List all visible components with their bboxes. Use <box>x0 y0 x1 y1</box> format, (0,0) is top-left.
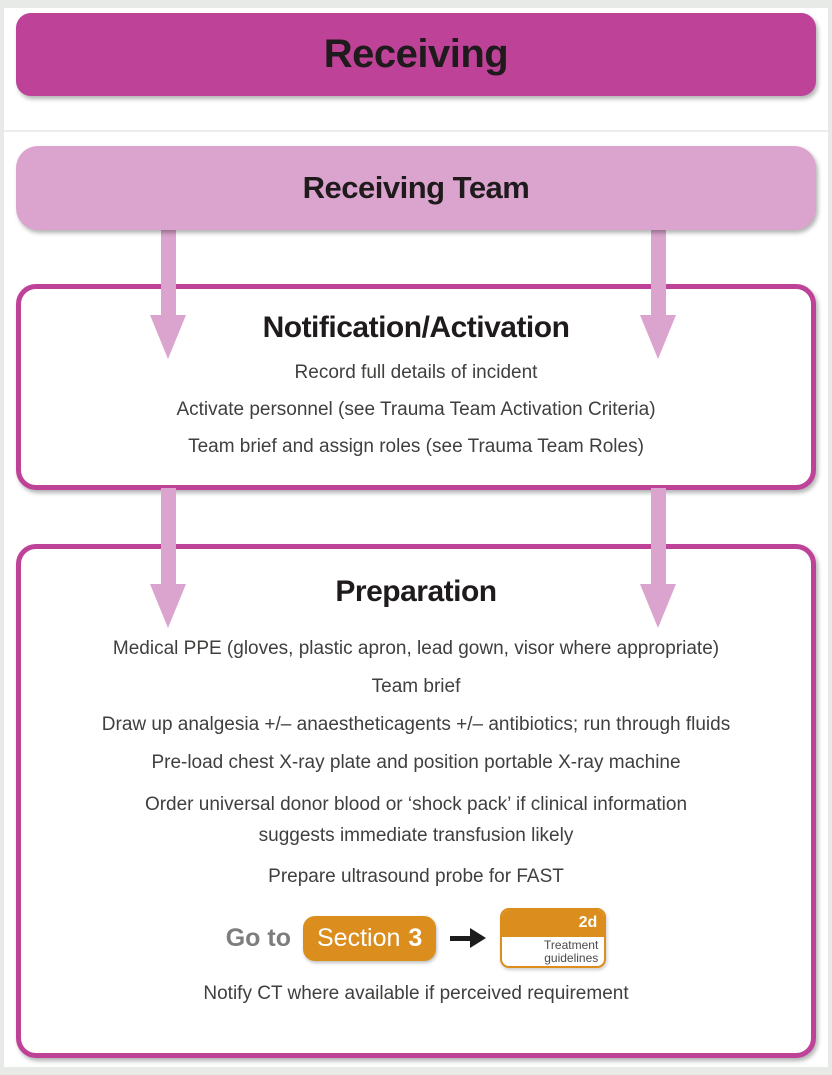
preparation-footer: Notify CT where available if perceived r… <box>203 983 629 1004</box>
notification-item: Activate personnel (see Trauma Team Acti… <box>176 399 656 420</box>
treatment-guidelines-label: Treatment guidelines <box>544 938 599 965</box>
preparation-item: Prepare ultrasound probe for FAST <box>268 866 564 887</box>
preparation-item: Order universal donor blood or ‘shock pa… <box>144 794 688 846</box>
right-arrow-stem <box>450 935 471 941</box>
goto-row: Go to Section 3 2d Treatment guidelines <box>21 908 811 968</box>
preparation-box: Preparation Medical PPE (gloves, plastic… <box>16 544 816 1058</box>
receiving-team-label: Receiving Team <box>302 170 530 205</box>
notification-item: Record full details of incident <box>294 362 538 383</box>
notification-activation-box: Notification/Activation Record full deta… <box>16 284 816 490</box>
treatment-guidelines-code: 2d <box>502 910 605 937</box>
preparation-item: Team brief <box>371 676 461 697</box>
right-arrow-head <box>470 928 487 948</box>
goto-label: Go to <box>225 923 291 952</box>
down-arrow-icon <box>640 488 677 628</box>
receiving-header-bar: Receiving <box>16 13 816 96</box>
notification-item: Team brief and assign roles (see Trauma … <box>188 436 644 457</box>
preparation-item: Draw up analgesia +/– anaestheticagents … <box>101 714 731 735</box>
section-button-text: Section <box>316 923 401 952</box>
section-button-number: 3 <box>408 923 423 952</box>
down-arrow-icon <box>150 229 187 359</box>
receiving-header-label: Receiving <box>323 32 509 76</box>
preparation-item: Pre-load chest X-ray plate and position … <box>151 752 681 773</box>
header-divider <box>4 130 828 132</box>
section-3-button[interactable]: Section 3 <box>302 915 437 961</box>
preparation-item: Medical PPE (gloves, plastic apron, lead… <box>112 638 720 659</box>
notification-activation-title: Notification/Activation <box>262 311 570 344</box>
down-arrow-icon <box>640 229 677 359</box>
receiving-team-bar: Receiving Team <box>16 146 816 230</box>
right-arrow-icon <box>450 928 487 948</box>
treatment-guidelines-card[interactable]: 2d Treatment guidelines <box>500 908 607 968</box>
down-arrow-icon <box>150 488 187 628</box>
preparation-title: Preparation <box>335 575 497 608</box>
